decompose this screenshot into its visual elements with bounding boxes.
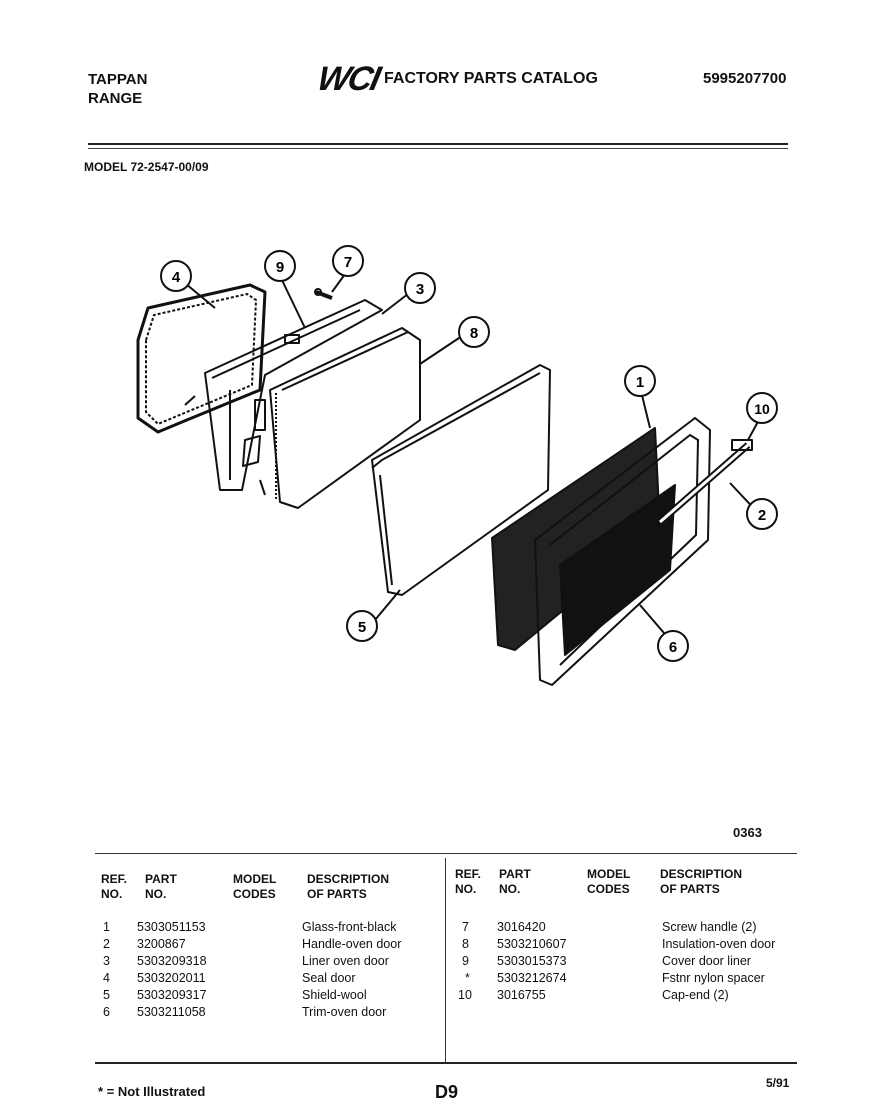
screw-handle-part (314, 288, 333, 300)
model-number: MODEL 72-2547-00/09 (84, 160, 209, 174)
liner-oven-door-part (204, 299, 383, 496)
callout-10-icon: 10 (746, 392, 778, 424)
table-bottom-rule (95, 1062, 797, 1064)
callout-7-label: 7 (344, 254, 352, 271)
product-type: RANGE (88, 90, 143, 107)
header-ref: REF.NO. (101, 872, 128, 901)
brand-name: TAPPAN (88, 71, 148, 88)
callout-6-label: 6 (669, 639, 677, 656)
callout-8-icon: 8 (458, 316, 490, 348)
callout-4-icon: 4 (160, 260, 192, 292)
seal-door-part (136, 283, 267, 434)
brand-block: TAPPAN RANGE (88, 70, 147, 108)
exploded-oven-door-diagram: 4 9 7 3 8 1 10 2 5 6 (136, 245, 778, 686)
callout-4-label: 4 (172, 269, 181, 286)
callout-10-label: 10 (754, 401, 770, 417)
callout-2-icon: 2 (746, 498, 778, 530)
catalog-number: 5995207700 (703, 70, 787, 87)
wci-logo: WCI (314, 60, 383, 98)
catalog-title: FACTORY PARTS CATALOG (384, 70, 598, 87)
callout-6-icon: 6 (657, 630, 689, 662)
table-top-rule (95, 853, 797, 854)
callout-1-icon: 1 (624, 365, 656, 397)
callout-1-label: 1 (636, 374, 644, 391)
insulation-oven-door-part (269, 327, 421, 509)
table-divider (445, 858, 446, 1062)
page-identifier: D9 (435, 1082, 459, 1102)
header-rule (88, 143, 788, 145)
header-rule-thin (88, 148, 788, 149)
header-ref-right: REF.NO. (455, 867, 482, 896)
handle-oven-door-part (657, 439, 753, 525)
trim-oven-door-part (534, 417, 711, 686)
callout-9-icon: 9 (264, 250, 296, 282)
callout-9-label: 9 (276, 259, 284, 276)
callout-5-label: 5 (358, 619, 366, 636)
callout-3-icon: 3 (404, 272, 436, 304)
illustration-number: 0363 (733, 825, 762, 840)
callout-3-label: 3 (416, 281, 424, 298)
revision-date: 5/91 (766, 1076, 790, 1090)
callout-2-label: 2 (758, 507, 766, 524)
shield-wool-part (371, 364, 551, 596)
callout-5-icon: 5 (346, 610, 378, 642)
callout-8-label: 8 (470, 325, 478, 342)
footnote: * = Not Illustrated (98, 1084, 206, 1099)
callout-7-icon: 7 (332, 245, 364, 277)
